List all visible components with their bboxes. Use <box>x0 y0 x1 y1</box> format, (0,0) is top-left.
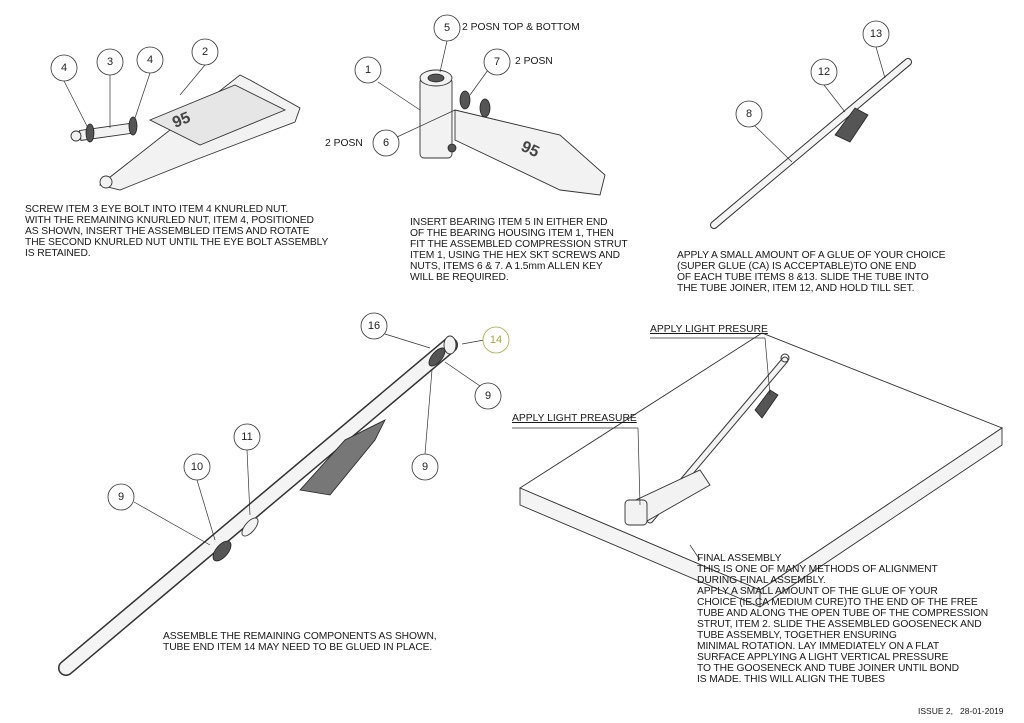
item-5-quantity-label: 2 POSN TOP & BOTTOM <box>462 22 580 33</box>
item-6-quantity-label: 2 POSN <box>325 138 363 149</box>
balloon-item-3: 3 <box>96 48 124 76</box>
svg-text:2: 2 <box>202 46 208 58</box>
bearing-housing-drawing: 95 <box>419 69 606 196</box>
balloon-item-7: 7 <box>483 48 511 76</box>
svg-text:3: 3 <box>107 56 113 68</box>
svg-text:13: 13 <box>870 28 882 40</box>
svg-text:16: 16 <box>368 320 380 332</box>
svg-text:9: 9 <box>422 461 428 473</box>
svg-text:11: 11 <box>241 431 252 443</box>
svg-text:6: 6 <box>383 137 389 149</box>
svg-text:95: 95 <box>170 109 193 131</box>
svg-text:7: 7 <box>494 56 500 68</box>
balloon-item-2: 2 <box>191 38 219 66</box>
step-4-instructions: ASSEMBLE THE REMAINING COMPONENTS AS SHO… <box>163 631 437 653</box>
gooseneck-assembly-drawing <box>58 335 458 676</box>
balloon-item-1: 1 <box>354 56 382 84</box>
balloon-item-9: 9 <box>411 453 439 481</box>
svg-text:8: 8 <box>746 108 752 120</box>
svg-text:12: 12 <box>818 66 830 78</box>
step-5-final-assembly-instructions: FINAL ASSEMBLY THIS IS ONE OF MANY METHO… <box>697 553 989 685</box>
svg-text:4: 4 <box>147 54 153 66</box>
balloon-item-14: 14 <box>482 326 510 354</box>
item-7-quantity-label: 2 POSN <box>515 56 553 67</box>
balloon-item-11: 11 <box>233 423 261 451</box>
pressure-label-left: APPLY LIGHT PREASURE <box>512 413 637 424</box>
svg-text:4: 4 <box>61 62 67 74</box>
balloon-item-8: 8 <box>735 100 763 128</box>
balloon-item-6: 6 <box>372 129 400 157</box>
svg-text:14: 14 <box>490 334 502 346</box>
tube-joiner-drawing <box>710 58 912 229</box>
balloon-item-9: 9 <box>107 483 135 511</box>
final-assembly-drawing <box>519 332 1003 608</box>
step-3-instructions: APPLY A SMALL AMOUNT OF A GLUE OF YOUR C… <box>677 250 946 294</box>
balloon-item-16: 16 <box>360 312 388 340</box>
step-2-instructions: INSERT BEARING ITEM 5 IN EITHER END OF T… <box>410 217 628 283</box>
balloon-item-5: 5 <box>433 14 461 42</box>
balloon-item-4: 4 <box>50 54 78 82</box>
svg-text:5: 5 <box>444 22 450 34</box>
compression-strut-drawing: 95 <box>70 74 301 191</box>
step-1-instructions: SCREW ITEM 3 EYE BOLT INTO ITEM 4 KNURLE… <box>25 204 329 259</box>
pressure-label-top: APPLY LIGHT PRESURE <box>650 324 768 335</box>
balloon-item-9: 9 <box>474 382 502 410</box>
balloon-item-13: 13 <box>862 20 890 48</box>
svg-text:1: 1 <box>365 64 371 76</box>
balloon-item-10: 10 <box>183 453 211 481</box>
svg-text:10: 10 <box>191 461 203 473</box>
svg-text:9: 9 <box>118 491 124 503</box>
svg-text:95: 95 <box>518 138 541 161</box>
svg-text:9: 9 <box>485 390 491 402</box>
issue-date-label: ISSUE 2, 28-01-2019 <box>918 706 1004 716</box>
balloon-item-12: 12 <box>810 58 838 86</box>
balloon-item-4: 4 <box>136 46 164 74</box>
